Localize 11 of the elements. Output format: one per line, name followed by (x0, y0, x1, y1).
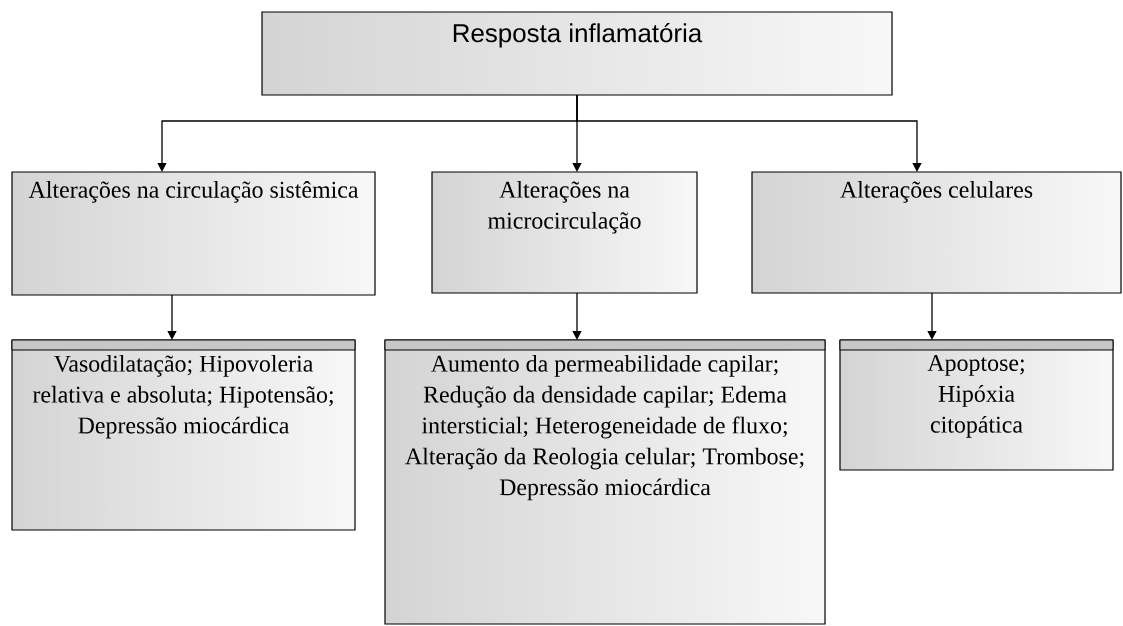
category-box: Alterações celulares (751, 171, 1122, 294)
arrow (572, 292, 582, 340)
category-box: Alterações na circulação sistêmica (11, 171, 376, 296)
root-box: Resposta inflamatória (261, 11, 893, 96)
arrow (927, 292, 937, 340)
arrow (576, 94, 922, 172)
detail-box: Aumento da permeabilidade capilar; Redução da densidade capilar; Edema intersticial; Heterogeneidade de fluxo; Alteração da Reologia celular; Trombose; Depressão miocárdica (384, 339, 826, 625)
arrow (167, 294, 177, 340)
detail-box: Apoptose; Hipóxia citopática (839, 339, 1114, 471)
category-box: Alterações na microcirculação (431, 171, 698, 294)
detail-box: Vasodilatação; Hipovoleria relativa e absoluta; Hipotensão; Depressão miocárdica (11, 339, 356, 531)
